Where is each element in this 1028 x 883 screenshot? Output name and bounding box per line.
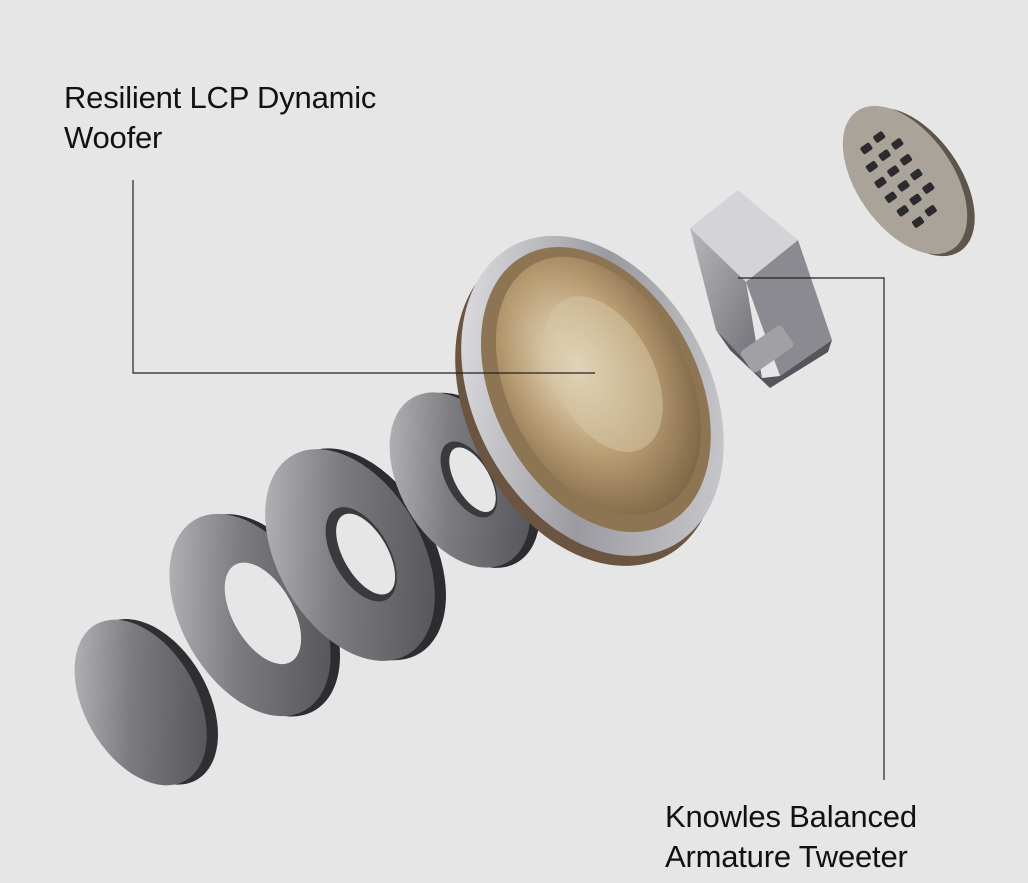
woofer-leader-line [132, 180, 595, 374]
tweeter-callout-line-1: Knowles Balanced [665, 799, 917, 834]
balanced-armature-unit [690, 190, 832, 388]
washer-large [265, 448, 446, 661]
tweeter-callout: Knowles Balanced Armature Tweeter [665, 797, 917, 877]
woofer-callout-line-2: Woofer [64, 120, 163, 155]
magnet-disc [74, 619, 218, 786]
woofer-callout: Resilient LCP Dynamic Woofer [64, 78, 376, 158]
tweeter-leader-line [738, 277, 885, 780]
mesh-grille [842, 105, 975, 257]
tweeter-callout-line-2: Armature Tweeter [665, 839, 908, 874]
woofer-callout-line-1: Resilient LCP Dynamic [64, 80, 377, 115]
dynamic-woofer [455, 235, 724, 566]
